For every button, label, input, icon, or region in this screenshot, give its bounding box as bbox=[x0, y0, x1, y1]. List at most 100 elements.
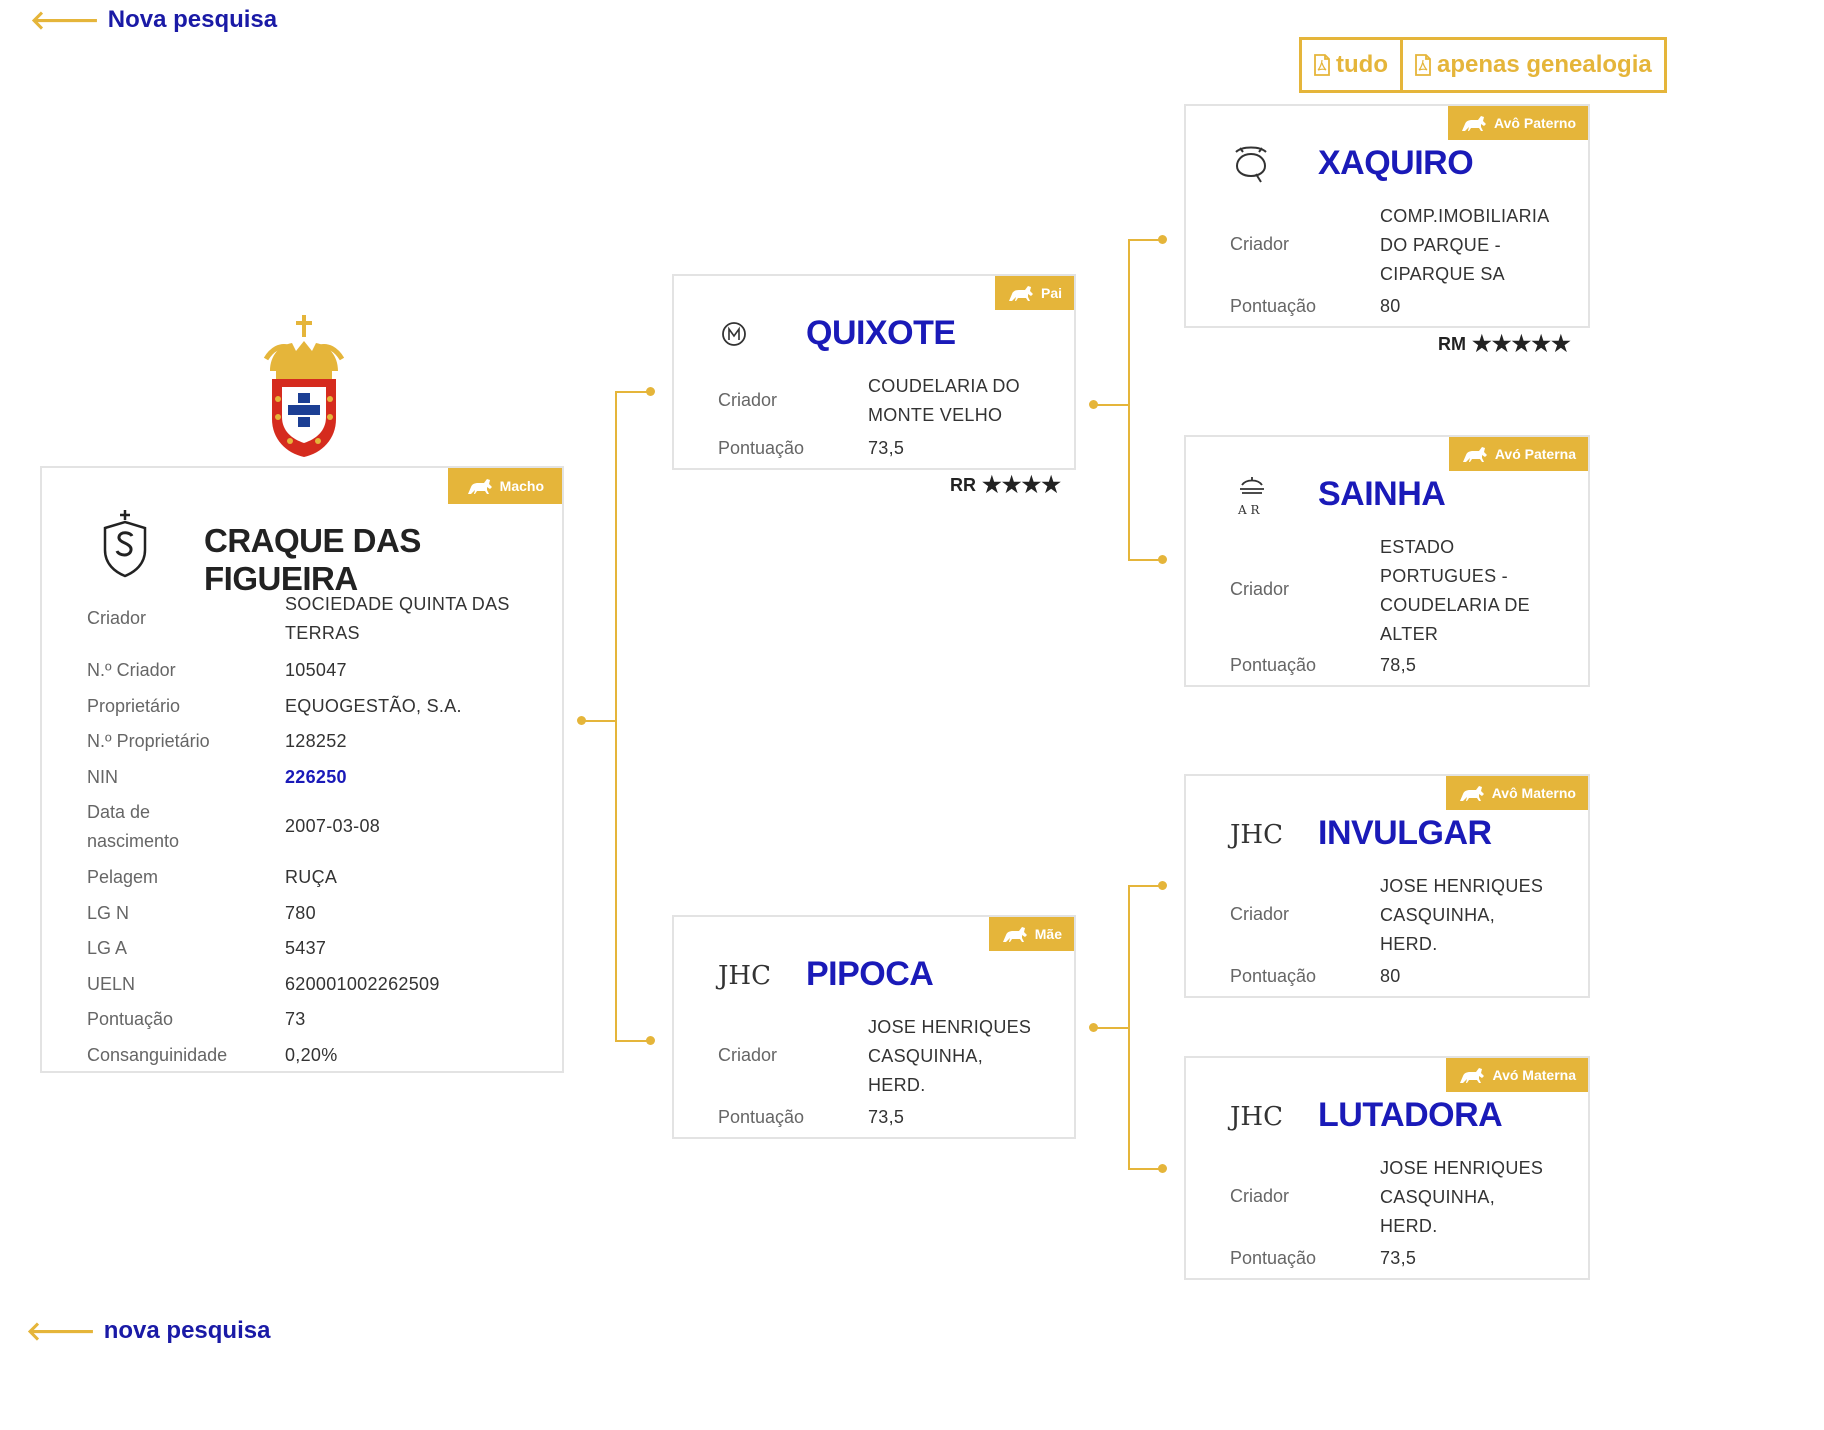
connector-line bbox=[1128, 1168, 1162, 1170]
new-search-link-bottom[interactable]: 🡐 nova pesquisa bbox=[26, 1317, 270, 1345]
star-icon: ★ bbox=[1531, 331, 1551, 356]
connector-line bbox=[615, 391, 617, 1042]
horse-icon bbox=[1462, 116, 1487, 131]
grandparent-name[interactable]: INVULGAR bbox=[1318, 814, 1492, 852]
pdf-all-label: tudo bbox=[1336, 51, 1388, 78]
connector-dot bbox=[1158, 555, 1167, 564]
father-badge: Pai bbox=[994, 276, 1074, 310]
star-icon: ★ bbox=[1550, 331, 1571, 356]
field-label: LG A bbox=[87, 938, 128, 958]
field-value: 5437 bbox=[285, 938, 327, 958]
grandparent-name[interactable]: SAINHA bbox=[1318, 475, 1446, 513]
connector-dot bbox=[1158, 235, 1167, 244]
brand-mark-icon bbox=[722, 322, 746, 346]
jhc-brand-icon: JHC bbox=[1230, 820, 1283, 850]
nin-link[interactable]: 226250 bbox=[285, 767, 347, 787]
field-value: JOSE HENRIQUES CASQUINHA, HERD. bbox=[1380, 876, 1544, 954]
grandparent-badge: Avó Materna bbox=[1446, 1058, 1588, 1092]
field-value: 73,5 bbox=[1380, 1248, 1417, 1268]
crown-brand-icon bbox=[1240, 477, 1264, 494]
field-label: Criador bbox=[718, 390, 778, 410]
field-value: SOCIEDADE QUINTA DAS TERRAS bbox=[285, 594, 510, 643]
star-icon: ★ bbox=[1491, 331, 1512, 356]
grandparent-badge-label: Avô Paterno bbox=[1494, 115, 1576, 131]
horse-icon bbox=[1008, 286, 1033, 301]
main-horse-name: CRAQUE DAS FIGUEIRA bbox=[204, 522, 421, 597]
mother-badge: Mãe bbox=[988, 917, 1074, 951]
connector-line bbox=[615, 391, 650, 393]
grandparent-name[interactable]: XAQUIRO bbox=[1318, 144, 1474, 182]
horse-icon bbox=[1002, 927, 1027, 942]
field-value: 0,20% bbox=[285, 1045, 338, 1065]
field-label: Criador bbox=[1230, 579, 1290, 599]
maternal-grandfather-card: Avô Materno JHC INVULGAR Criador JOSE HE… bbox=[1184, 774, 1590, 998]
mother-card: Mãe JHC PIPOCA Criador JOSE HENRIQUES CA… bbox=[672, 915, 1076, 1139]
field-label: Pontuação bbox=[718, 438, 805, 458]
field-label: Criador bbox=[718, 1045, 778, 1065]
father-rating: RR ★★★★ bbox=[950, 474, 1061, 497]
connector-dot bbox=[646, 1036, 655, 1045]
father-name[interactable]: QUIXOTE bbox=[806, 314, 956, 352]
star-icon: ★ bbox=[982, 472, 1002, 497]
brand-mark-icon bbox=[1235, 146, 1267, 183]
field-label: Data de nascimento bbox=[87, 802, 180, 851]
field-value: 128252 bbox=[285, 731, 347, 751]
horse-icon bbox=[1462, 447, 1487, 462]
field-label: Criador bbox=[87, 608, 147, 628]
field-label: Pontuação bbox=[718, 1107, 805, 1127]
new-search-link-top[interactable]: 🡐 Nova pesquisa bbox=[30, 6, 277, 34]
grandparent-badge: Avó Paterna bbox=[1448, 437, 1588, 471]
apsl-coat-of-arms-logo bbox=[263, 315, 345, 457]
pdf-genealogy-label: apenas genealogia bbox=[1436, 51, 1652, 78]
grandparent-name[interactable]: LUTADORA bbox=[1318, 1096, 1503, 1134]
jhc-brand-icon: JHC bbox=[1230, 1102, 1283, 1132]
field-label: Pontuação bbox=[1230, 1248, 1317, 1268]
field-value: EQUOGESTÃO, S.A. bbox=[285, 696, 462, 716]
horse-icon bbox=[1459, 786, 1484, 801]
field-value: 80 bbox=[1380, 296, 1401, 316]
connector-line bbox=[1128, 239, 1130, 561]
grandparent-badge-label: Avó Paterna bbox=[1494, 446, 1576, 462]
connector-line bbox=[1128, 559, 1162, 561]
jhc-brand-icon: JHC bbox=[718, 961, 771, 991]
arrow-left-icon: 🡐 bbox=[26, 1316, 96, 1346]
mother-badge-label: Mãe bbox=[1034, 926, 1062, 942]
grandparent-badge: Avô Paterno bbox=[1448, 106, 1588, 140]
field-label: Pontuação bbox=[1230, 655, 1317, 675]
field-value: 780 bbox=[285, 903, 316, 923]
new-search-label: Nova pesquisa bbox=[107, 6, 278, 33]
pdf-all-button[interactable]: tudo bbox=[1302, 40, 1400, 90]
mother-name[interactable]: PIPOCA bbox=[806, 955, 934, 993]
main-horse-card: Macho CRAQUE DAS FIGUEIRA Criador SOCIED… bbox=[40, 466, 564, 1073]
field-label: N.º Criador bbox=[87, 660, 176, 680]
connector-line bbox=[1128, 885, 1162, 887]
star-icon: ★ bbox=[1472, 331, 1492, 356]
field-value: 80 bbox=[1380, 966, 1401, 986]
field-label: Criador bbox=[1230, 234, 1290, 254]
pdf-genealogy-button[interactable]: apenas genealogia bbox=[1399, 40, 1664, 90]
paternal-grandmother-card: Avó Paterna A R SAINHA Criador ESTADO PO… bbox=[1184, 435, 1590, 687]
new-search-label: nova pesquisa bbox=[103, 1317, 271, 1344]
field-label: UELN bbox=[87, 974, 136, 994]
field-value: COUDELARIA DO MONTE VELHO bbox=[868, 376, 1020, 425]
horse-icon bbox=[1460, 1068, 1485, 1083]
field-value: RUÇA bbox=[285, 867, 338, 887]
pdf-export-bar: tudo apenas genealogia bbox=[1299, 37, 1667, 93]
field-value: ESTADO PORTUGUES - COUDELARIA DE ALTER bbox=[1380, 537, 1530, 644]
father-card: Pai QUIXOTE Criador COUDELARIA DO MONTE … bbox=[672, 274, 1076, 470]
field-value: JOSE HENRIQUES CASQUINHA, HERD. bbox=[1380, 1158, 1544, 1236]
star-rating: ★★★★ bbox=[982, 474, 1061, 497]
arrow-left-icon: 🡐 bbox=[30, 5, 100, 35]
sex-badge: Macho bbox=[447, 468, 562, 504]
field-value: 73 bbox=[285, 1009, 306, 1029]
maternal-grandmother-card: Avó Materna JHC LUTADORA Criador JOSE HE… bbox=[1184, 1056, 1590, 1280]
field-label: Proprietário bbox=[87, 696, 181, 716]
connector-line bbox=[1093, 1027, 1130, 1029]
connector-line bbox=[615, 1040, 650, 1042]
grandparent-badge-label: Avó Materna bbox=[1492, 1067, 1576, 1083]
field-label: N.º Proprietário bbox=[87, 731, 210, 751]
connector-line bbox=[581, 720, 617, 722]
connector-dot bbox=[1158, 881, 1167, 890]
connector-line bbox=[1093, 404, 1130, 406]
star-icon: ★ bbox=[1001, 472, 1022, 497]
